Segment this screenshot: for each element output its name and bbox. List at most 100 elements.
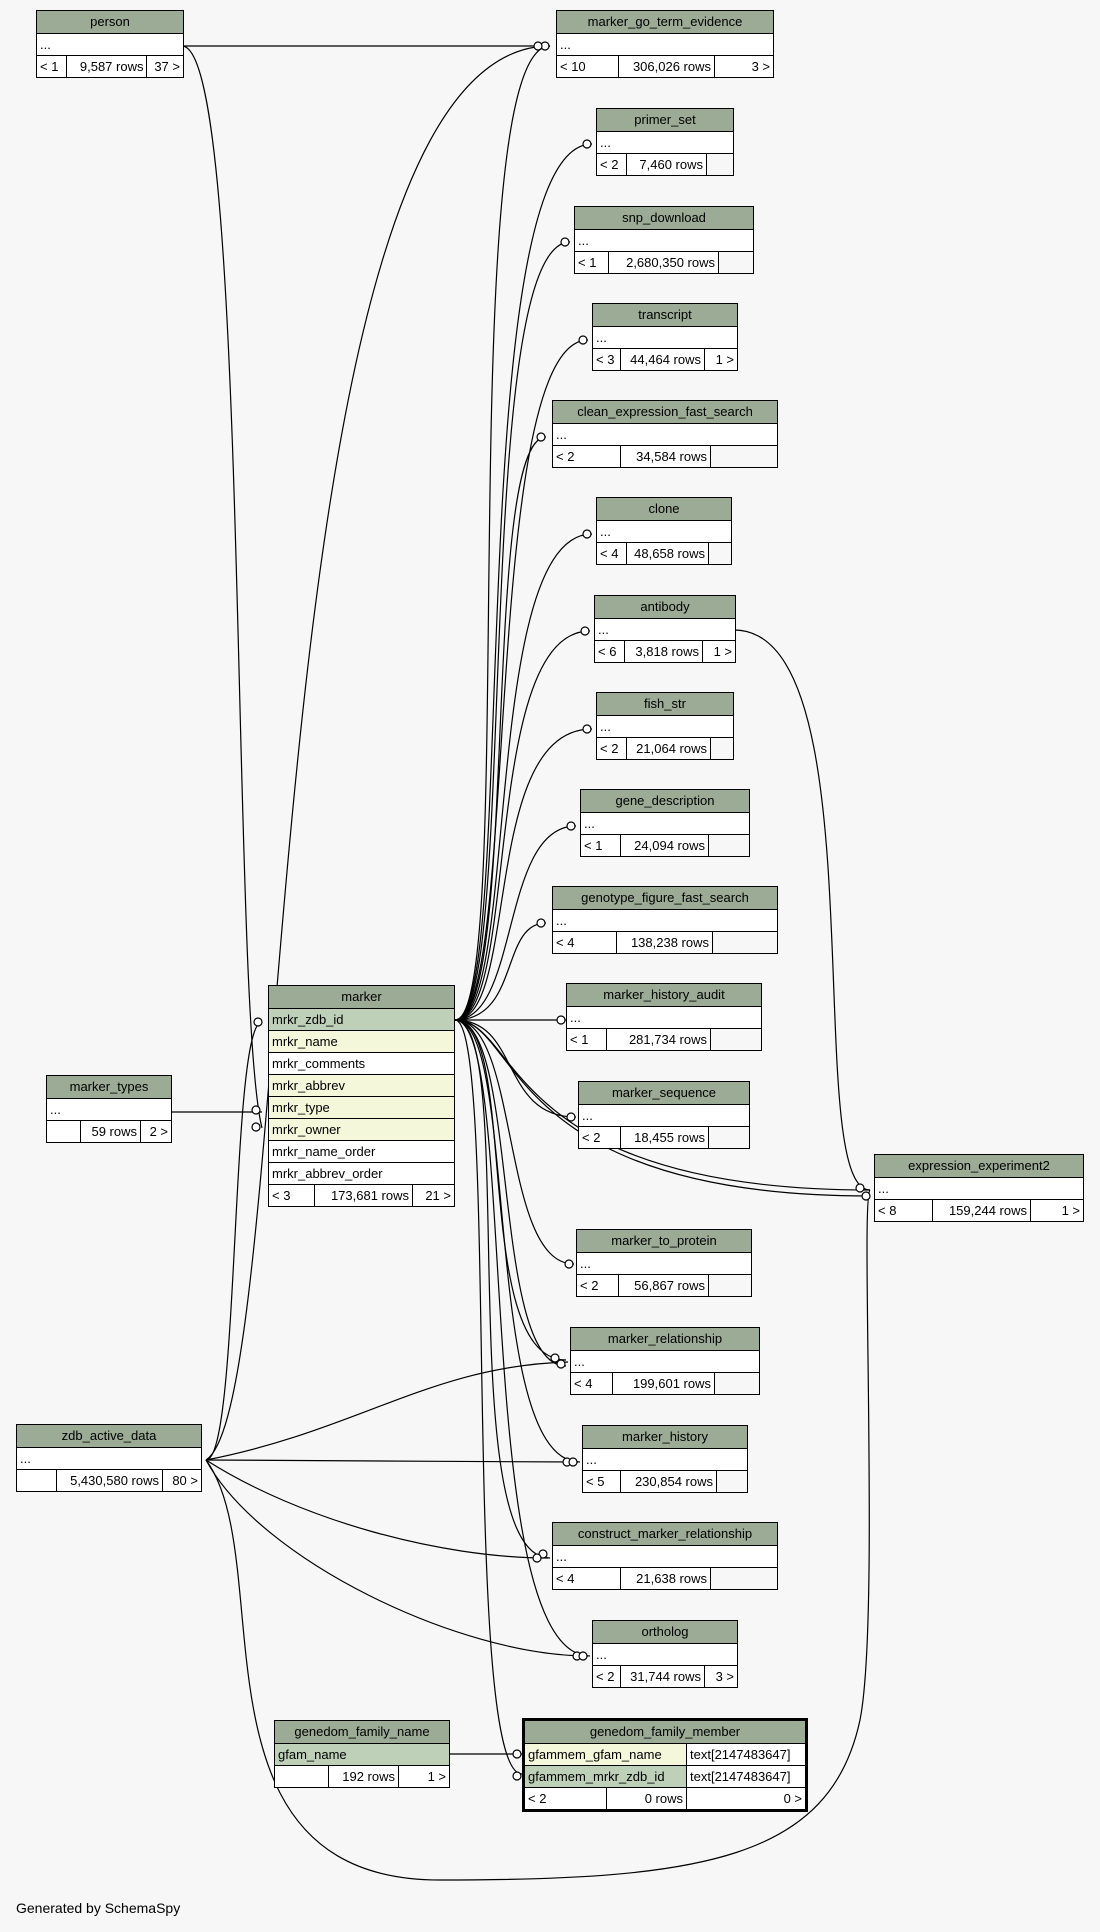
parents-count: < 6: [595, 641, 625, 662]
row-count: 21,638 rows: [621, 1568, 711, 1589]
row-count: 0 rows: [607, 1788, 687, 1809]
table-row: ...: [553, 910, 777, 932]
row-count: 48,658 rows: [627, 543, 709, 564]
table-title: construct_marker_relationship: [553, 1523, 777, 1546]
edge-zdb-mgte: [205, 45, 551, 1461]
column-gfam-name[interactable]: gfam_name: [275, 1744, 449, 1766]
table-genedom-family-member[interactable]: genedom_family_member gfammem_gfam_name …: [522, 1718, 808, 1812]
table-row: ...: [553, 424, 777, 446]
table-title: genedom_family_name: [275, 1721, 449, 1744]
table-row: ...: [597, 716, 733, 738]
parents-count: < 3: [593, 349, 621, 370]
children-count: 1 >: [703, 641, 735, 662]
row-count: 59 rows: [81, 1121, 141, 1142]
table-title: marker_go_term_evidence: [557, 11, 773, 34]
children-count: [713, 932, 777, 953]
children-count: [709, 1275, 751, 1296]
table-row: ...: [597, 132, 733, 154]
table-row: ...: [553, 1546, 777, 1568]
table-row: ...: [571, 1351, 759, 1373]
table-row: ...: [37, 34, 183, 56]
row-count: 306,026 rows: [619, 56, 715, 77]
row-count: 159,244 rows: [933, 1200, 1031, 1221]
children-count: 2 >: [141, 1121, 171, 1142]
column-mrkr-name-order[interactable]: mrkr_name_order: [269, 1141, 454, 1163]
children-count: 37 >: [147, 56, 183, 77]
table-title: marker_history_audit: [567, 984, 761, 1007]
row-count: 56,867 rows: [619, 1275, 709, 1296]
column-gfammem-gfam-name[interactable]: gfammem_gfam_name: [525, 1744, 687, 1765]
column-mrkr-abbrev[interactable]: mrkr_abbrev: [269, 1075, 454, 1097]
parents-count: < 2: [577, 1275, 619, 1296]
children-count: 1 >: [399, 1766, 449, 1787]
column-mrkr-comments[interactable]: mrkr_comments: [269, 1053, 454, 1075]
parents-count: < 4: [553, 1568, 621, 1589]
table-title: genedom_family_member: [525, 1721, 805, 1744]
row-count: 44,464 rows: [621, 349, 705, 370]
table-title: marker_relationship: [571, 1328, 759, 1351]
generated-by-footer: Generated by SchemaSpy: [16, 1900, 181, 1916]
parents-count: < 2: [597, 738, 627, 759]
children-count: 80 >: [163, 1470, 201, 1491]
children-count: [707, 154, 733, 175]
children-count: [711, 1029, 761, 1050]
edge-zdb-marker: [205, 1021, 263, 1461]
edge-end-markers: [251, 41, 871, 1781]
children-count: [709, 543, 731, 564]
parents-count: < 2: [553, 446, 621, 467]
table-row: ...: [593, 327, 737, 349]
parents-count: < 4: [597, 543, 627, 564]
table-row: ...: [47, 1099, 171, 1121]
table-title: marker_history: [583, 1426, 747, 1449]
table-row: ...: [595, 619, 735, 641]
column-mrkr-owner[interactable]: mrkr_owner: [269, 1119, 454, 1141]
parents-count: [47, 1121, 81, 1142]
parents-count: < 2: [525, 1788, 607, 1809]
edge-person-marker: [181, 45, 263, 1129]
column-mrkr-zdb-id[interactable]: mrkr_zdb_id: [269, 1009, 454, 1031]
column-mrkr-name[interactable]: mrkr_name: [269, 1031, 454, 1053]
column-gfammem-mrkr-zdb-id[interactable]: gfammem_mrkr_zdb_id: [525, 1766, 687, 1787]
parents-count: < 1: [575, 252, 609, 273]
row-count: 199,601 rows: [613, 1373, 715, 1394]
table-row: ...: [577, 1253, 751, 1275]
table-marker[interactable]: marker mrkr_zdb_id mrkr_name mrkr_commen…: [268, 985, 455, 1207]
row-count: 5,430,580 rows: [57, 1470, 163, 1491]
children-count: [711, 1568, 777, 1589]
table-row: ...: [593, 1644, 737, 1666]
column-mrkr-abbrev-order[interactable]: mrkr_abbrev_order: [269, 1163, 454, 1185]
column-mrkr-type[interactable]: mrkr_type: [269, 1097, 454, 1119]
parents-count: < 2: [579, 1127, 621, 1148]
parents-count: < 1: [581, 835, 621, 856]
table-row: ...: [579, 1105, 749, 1127]
table-title: transcript: [593, 304, 737, 327]
row-count: 31,744 rows: [621, 1666, 705, 1687]
row-count: 173,681 rows: [315, 1185, 413, 1206]
parents-count: < 10: [557, 56, 619, 77]
children-count: 0 >: [687, 1788, 805, 1809]
edge-antibody-ee2: [733, 629, 871, 1191]
edge-zdb-cmr: [205, 1459, 549, 1559]
